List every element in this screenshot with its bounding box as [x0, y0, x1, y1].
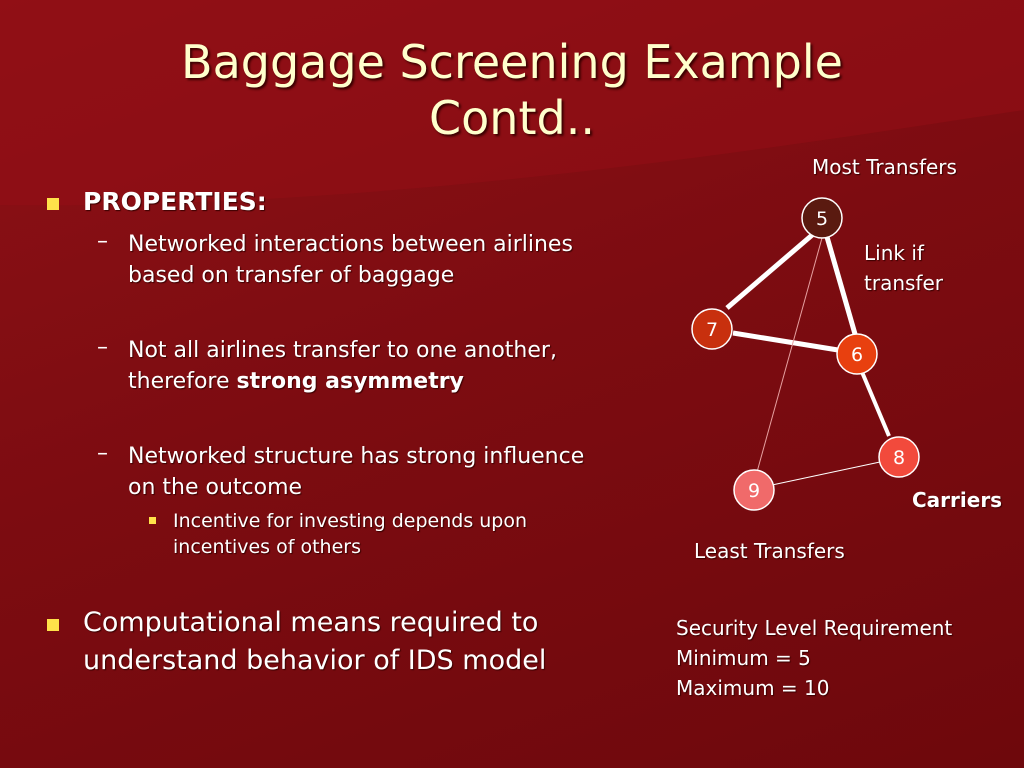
bullet-square-icon: [47, 619, 59, 631]
least-transfers-label: Least Transfers: [694, 539, 845, 563]
edge-5-6: [822, 229, 858, 335]
sub-item: Incentive for investing depends upon inc…: [173, 508, 527, 560]
bullet-computational: Computational means required to understa…: [83, 604, 546, 680]
node-9-label: 9: [748, 480, 760, 502]
security-line-3: Maximum = 10: [676, 676, 830, 700]
dash-icon: –: [97, 441, 108, 466]
slide-title: Baggage Screening Example Contd..: [0, 34, 1024, 146]
small-bullet-icon: [149, 517, 156, 524]
property-item-3-line-2: on the outcome: [128, 475, 303, 500]
bullet-square-icon: [47, 198, 59, 210]
property-item-3: Networked structure has strong influence…: [128, 441, 584, 503]
edge-7-6: [732, 330, 839, 353]
property-item-2-plain: therefore: [128, 369, 237, 394]
property-item-1-line-1: Networked interactions between airlines: [128, 232, 573, 257]
security-level-box: Security Level Requirement Minimum = 5 M…: [676, 613, 952, 703]
property-item-2-bold: strong asymmetry: [236, 369, 464, 394]
node-8-label: 8: [893, 447, 905, 469]
bullet-computational-line-1: Computational means required to: [83, 607, 539, 638]
property-item-1-line-2: based on transfer of baggage: [128, 263, 455, 288]
edge-5-7: [725, 228, 820, 310]
bullet-computational-line-2: understand behavior of IDS model: [83, 645, 547, 676]
node-6-label: 6: [851, 344, 863, 366]
node-8: 8: [878, 436, 920, 478]
security-line-2: Minimum = 5: [676, 646, 811, 670]
sub-item-line-1: Incentive for investing depends upon: [173, 510, 528, 532]
properties-heading: PROPERTIES:: [83, 187, 267, 216]
security-line-1: Security Level Requirement: [676, 616, 953, 640]
node-7: 7: [691, 308, 733, 350]
property-item-2-line-1: Not all airlines transfer to one another…: [128, 338, 557, 363]
dash-icon: –: [97, 229, 108, 254]
property-item-2-line-2: therefore strong asymmetry: [128, 366, 557, 397]
property-item-1: Networked interactions between airlines …: [128, 229, 573, 291]
node-5: 5: [801, 197, 843, 239]
link-if-transfer-label: Link if transfer: [864, 238, 943, 298]
property-item-3-line-1: Networked structure has strong influence: [128, 444, 585, 469]
most-transfers-label: Most Transfers: [812, 155, 957, 179]
property-item-2: Not all airlines transfer to one another…: [128, 335, 557, 397]
title-line-1: Baggage Screening Example: [181, 35, 843, 89]
node-5-label: 5: [816, 208, 828, 230]
edge-6-8: [860, 371, 891, 437]
carriers-label: Carriers: [912, 488, 1003, 512]
link-label-line-1: Link if: [864, 241, 924, 265]
node-9: 9: [733, 469, 775, 511]
sub-item-line-2: incentives of others: [173, 536, 361, 558]
title-line-2: Contd..: [429, 91, 595, 145]
edge-5-9: [756, 237, 823, 473]
link-label-line-2: transfer: [864, 271, 943, 295]
node-6: 6: [836, 333, 878, 375]
dash-icon: –: [97, 335, 108, 360]
edge-9-8: [771, 461, 881, 486]
node-7-label: 7: [706, 319, 718, 341]
